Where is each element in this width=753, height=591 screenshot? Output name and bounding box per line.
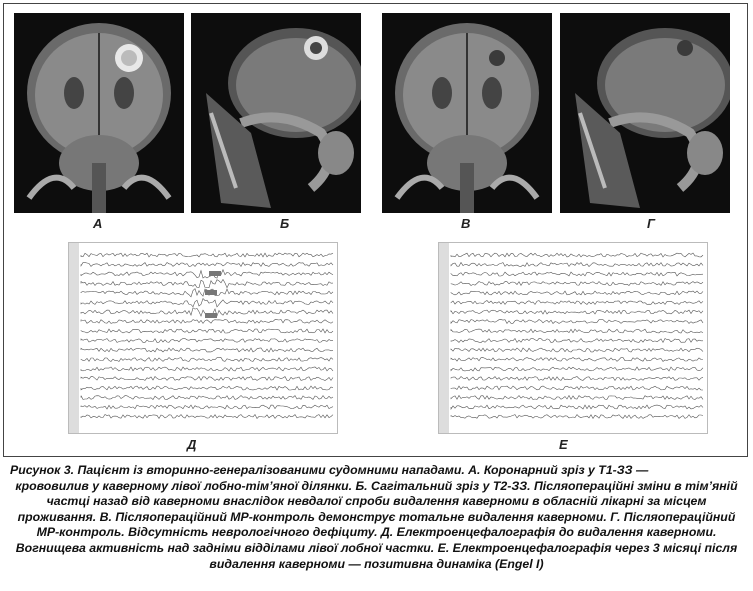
panel-label-v: В — [461, 216, 471, 231]
eeg-event-marker — [209, 271, 221, 276]
eeg-event-marker — [205, 290, 217, 295]
eeg-after-image — [438, 242, 708, 434]
panel-label-d: Д — [187, 437, 197, 452]
panel-label-a: А — [93, 216, 103, 231]
mri-sagittal-postop-image — [560, 13, 730, 213]
panel-label-e: Е — [559, 437, 568, 452]
caption-first-line: Рисунок 3. Пацієнт із вторинно-генераліз… — [10, 463, 649, 477]
mri-coronal-postop-image — [382, 13, 552, 213]
caption-body: крововилив у каверному лівої лобно-тім’я… — [15, 478, 738, 571]
eeg-event-marker — [205, 313, 217, 318]
panel-label-b: Б — [280, 216, 290, 231]
panel-label-h: Г — [647, 216, 655, 231]
figure-frame: А Б В — [3, 3, 748, 457]
eeg-before-image — [68, 242, 338, 434]
mri-coronal-t1-image — [14, 13, 184, 213]
figure-caption: Рисунок 3. Пацієнт із вторинно-генераліз… — [10, 463, 743, 572]
mri-sagittal-t2-image — [191, 13, 361, 213]
